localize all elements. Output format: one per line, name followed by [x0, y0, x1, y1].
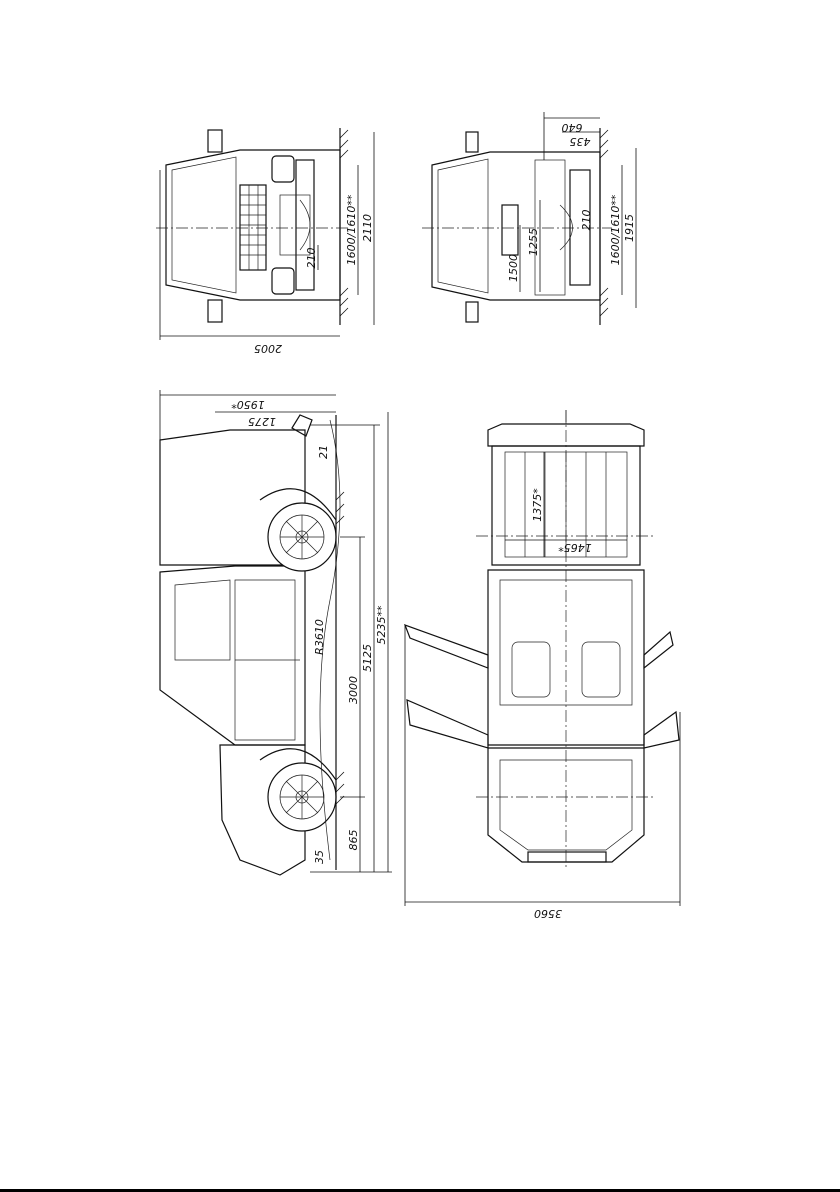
side-bed-length-label: 1950*: [231, 398, 265, 411]
side-approach-angle-label: 35: [313, 850, 326, 864]
rear-clearance-label: 210: [580, 210, 593, 231]
top-view: 1375* 1465* 3560: [405, 410, 680, 920]
front-overall-height-label: 2110: [361, 214, 374, 242]
rear-view: 640 435 1915 1600/1610** 210 1255 1500: [422, 112, 636, 325]
front-overall-width-label: 2005: [254, 342, 282, 355]
rear-tailgate-height-label: 1255: [527, 228, 540, 256]
side-departure-angle-label: 21: [317, 445, 330, 459]
rear-height-label: 1915: [623, 214, 636, 242]
side-wheelbase-label: 3000: [347, 676, 360, 704]
top-bed-width-b-label: 1465*: [558, 541, 592, 554]
top-bed-inner-width-label: 1375*: [531, 488, 544, 522]
front-clearance-label: 210: [305, 248, 318, 269]
top-doors-open-width-label: 3560: [534, 907, 562, 920]
side-rear-overhang-label: 1275: [248, 415, 276, 428]
rear-hitch-offset-b-label: 435: [570, 135, 591, 148]
front-view: 2005 2110 1600/1610** 210: [156, 128, 374, 355]
side-overall-length-label: 5235**: [375, 605, 388, 644]
side-front-overhang-label: 865: [347, 830, 360, 851]
rear-bed-width-label: 1500: [507, 254, 520, 282]
rear-track-label: 1600/1610**: [609, 194, 622, 265]
side-length-label: 5125: [361, 644, 374, 672]
side-turning-radius-label: R3610: [313, 619, 326, 655]
side-view: 1950* 1275 21 R3610 3000 5125 5235** 865…: [160, 390, 392, 875]
front-track-label: 1600/1610**: [345, 194, 358, 265]
rear-hitch-offset-a-label: 640: [562, 121, 583, 134]
